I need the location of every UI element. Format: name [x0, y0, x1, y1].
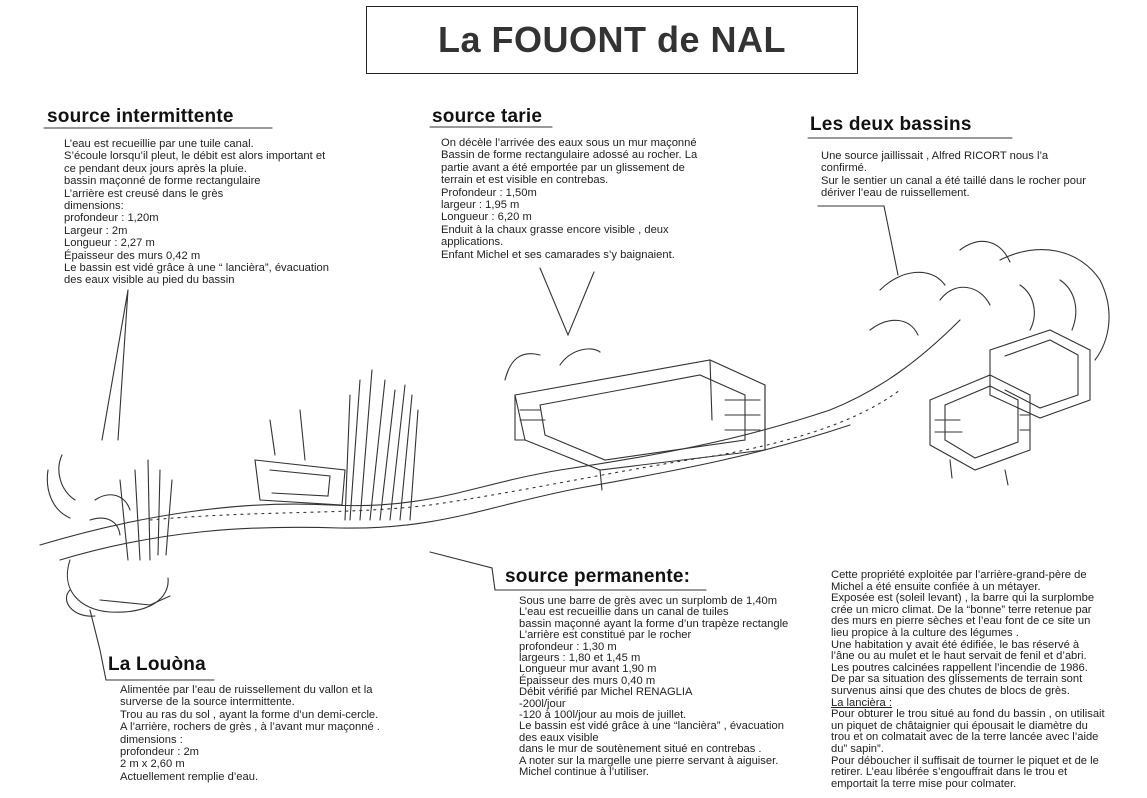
- text-line: Les poutres calcinées rappellent l’incen…: [831, 661, 1088, 674]
- heading-source-intermittente: source intermittente: [47, 106, 234, 127]
- text-line: du” sapin”.: [831, 742, 884, 755]
- text-line: -120 à 100l/jour au mois de juillet.: [519, 709, 687, 722]
- text-propriete: Cette propriété exploitée par l’arrière-…: [831, 569, 1105, 790]
- text-line: Le bassin est vidé grâce à une “ lancièr…: [64, 262, 329, 275]
- text-line: Actuellement remplie d’eau.: [120, 770, 259, 783]
- text-line: crée un micro climat. De la “bonne” terr…: [831, 603, 1092, 616]
- text-line: dans le mur de soutènement situé en cont…: [519, 743, 762, 756]
- page-title: La FOUONT de NAL: [366, 6, 858, 74]
- text-line: terrain et est visible en contrebas.: [441, 174, 609, 187]
- text-line: partie avant a été emportée par un gliss…: [441, 161, 685, 174]
- text-line: Le bassin est vidé grâce à une “lancièra…: [519, 720, 784, 733]
- text-line: largeur : 1,95 m: [441, 199, 520, 212]
- text-line: Pour obturer le trou situé au fond du ba…: [831, 708, 1105, 721]
- text-line: Une source jaillissait , Alfred RICORT n…: [821, 150, 1049, 162]
- text-louona: Alimentée par l’eau de ruissellement du …: [120, 684, 380, 783]
- text-line: Michel continue à l’utiliser.: [519, 766, 649, 779]
- text-line: Épaisseur des murs 0,40 m: [519, 674, 656, 687]
- text-line: lieu propice à la culture des légumes .: [831, 626, 1019, 639]
- text-line: 2 m x 2,60 m: [120, 758, 185, 771]
- text-line: profondeur : 1,20m: [64, 212, 159, 225]
- heading-deux-bassins: Les deux bassins: [810, 114, 972, 135]
- text-source-tarie: On décèle l’arrivée des eaux sous un mur…: [441, 137, 697, 261]
- text-line: profondeur : 1,30 m: [519, 640, 617, 653]
- text-line: De par sa situation des glissements de t…: [831, 673, 1083, 686]
- text-line: Pour déboucher il suffisait de tourner l…: [831, 754, 1099, 767]
- path-line: [39, 319, 961, 546]
- text-line: dimensions:: [64, 200, 124, 213]
- text-line: Cette propriété exploitée par l’arrière-…: [831, 569, 1087, 581]
- text-line: L’arrière est creusé dans le grès: [64, 187, 224, 200]
- text-line: Sur le sentier un canal a été taillé dan…: [821, 174, 1086, 187]
- text-line: des eaux visible au pied du bassin: [64, 274, 235, 287]
- text-line: Michel a été ensuite confiée à un métaye…: [831, 580, 1041, 593]
- text-line: dériver l’eau de ruissellement.: [821, 187, 970, 200]
- leader-bassins: [817, 205, 899, 276]
- text-line: On décèle l’arrivée des eaux sous un mur…: [441, 137, 697, 149]
- text-line: Épaisseur des murs 0,42 m: [64, 249, 201, 262]
- text-line: retirer. L’eau libérée s’engouffrait dan…: [831, 766, 1068, 779]
- text-line: confirmé.: [821, 162, 868, 175]
- text-line: A l’arrière, rochers de grès , à l’avant…: [120, 721, 380, 734]
- text-line: Enduit à la chaux grasse encore visible …: [441, 223, 669, 236]
- heading-source-tarie: source tarie: [432, 106, 543, 127]
- text-line: -200l/jour: [519, 697, 566, 710]
- text-line: Sous une barre de grès avec un surplomb …: [519, 595, 778, 607]
- text-deux-bassins: Une source jaillissait , Alfred RICORT n…: [821, 150, 1086, 200]
- leader-permanente: [429, 551, 496, 591]
- text-line: Exposée est (soleil levant) , la barre q…: [831, 592, 1095, 605]
- text-line: Trou au ras du sol , ayant la forme d’un…: [120, 708, 379, 721]
- text-line: Bassin de forme rectangulaire adossé au …: [441, 149, 698, 162]
- text-line: emportait la terre mise pour colmater.: [831, 777, 1017, 790]
- text-line: L’arrière est constitué par le rocher: [519, 629, 692, 642]
- text-line: S’écoule lorsqu’il pleut, le débit est a…: [64, 150, 326, 163]
- text-line: survenus ainsi que des chutes de blocs d…: [831, 684, 1070, 697]
- text-line: ce pendant deux jours après la pluie.: [64, 162, 247, 175]
- heading-source-permanente: source permanente:: [505, 566, 691, 587]
- text-line: applications.: [441, 236, 504, 249]
- text-line: bassin maçonné ayant la forme d’un trapè…: [519, 617, 789, 630]
- leader-tarie: [539, 267, 595, 337]
- text-line: L’eau est recueillie par une tuile canal…: [64, 138, 254, 150]
- text-source-permanente: Sous une barre de grès avec un surplomb …: [519, 595, 789, 779]
- text-line: Longueur mur avant 1,90 m: [519, 663, 657, 676]
- text-line: Une habitation y avait été édifiée, le b…: [831, 638, 1080, 651]
- text-line: des eaux visible: [519, 731, 599, 744]
- text-line: A noter sur la margelle une pierre serva…: [519, 754, 779, 767]
- leader-intermittente: [101, 289, 129, 441]
- text-source-intermittente: L’eau est recueillie par une tuile canal…: [64, 138, 329, 287]
- text-line: surverse de la source intermittente.: [120, 696, 295, 709]
- text-line: Enfant Michel et ses camarades s’y baign…: [441, 248, 675, 261]
- text-line: profondeur : 2m: [120, 746, 199, 759]
- text-line: Longueur : 6,20 m: [441, 211, 532, 224]
- text-line: Débit vérifié par Michel RENAGLIA: [519, 686, 693, 699]
- heading-louona: La Louòna: [108, 654, 206, 675]
- text-line: Largeur : 2m: [64, 224, 128, 237]
- text-line: bassin maçonné de forme rectangulaire: [64, 175, 261, 188]
- text-line: un piquet de châtaignier qui épousait le…: [831, 719, 1088, 732]
- text-line: L’eau est recueillie dans un canal de tu…: [519, 606, 729, 619]
- text-line: Longueur : 2,27 m: [64, 237, 155, 250]
- text-line: l’âne ou au mulet et le haut servait de …: [831, 650, 1087, 663]
- text-line: trou et on colmatait avec de la terre la…: [831, 731, 1099, 744]
- text-line: Profondeur : 1,50m: [441, 186, 537, 199]
- text-line: largeurs : 1,80 et 1,45 m: [519, 652, 641, 665]
- text-line: des murs en pierre sèches et l’eau font …: [831, 615, 1091, 628]
- text-line: Alimentée par l’eau de ruissellement du …: [120, 684, 373, 696]
- lanciera-heading: La lancièra :: [831, 696, 892, 709]
- leader-louona: [89, 609, 107, 681]
- text-line: dimensions :: [120, 733, 183, 746]
